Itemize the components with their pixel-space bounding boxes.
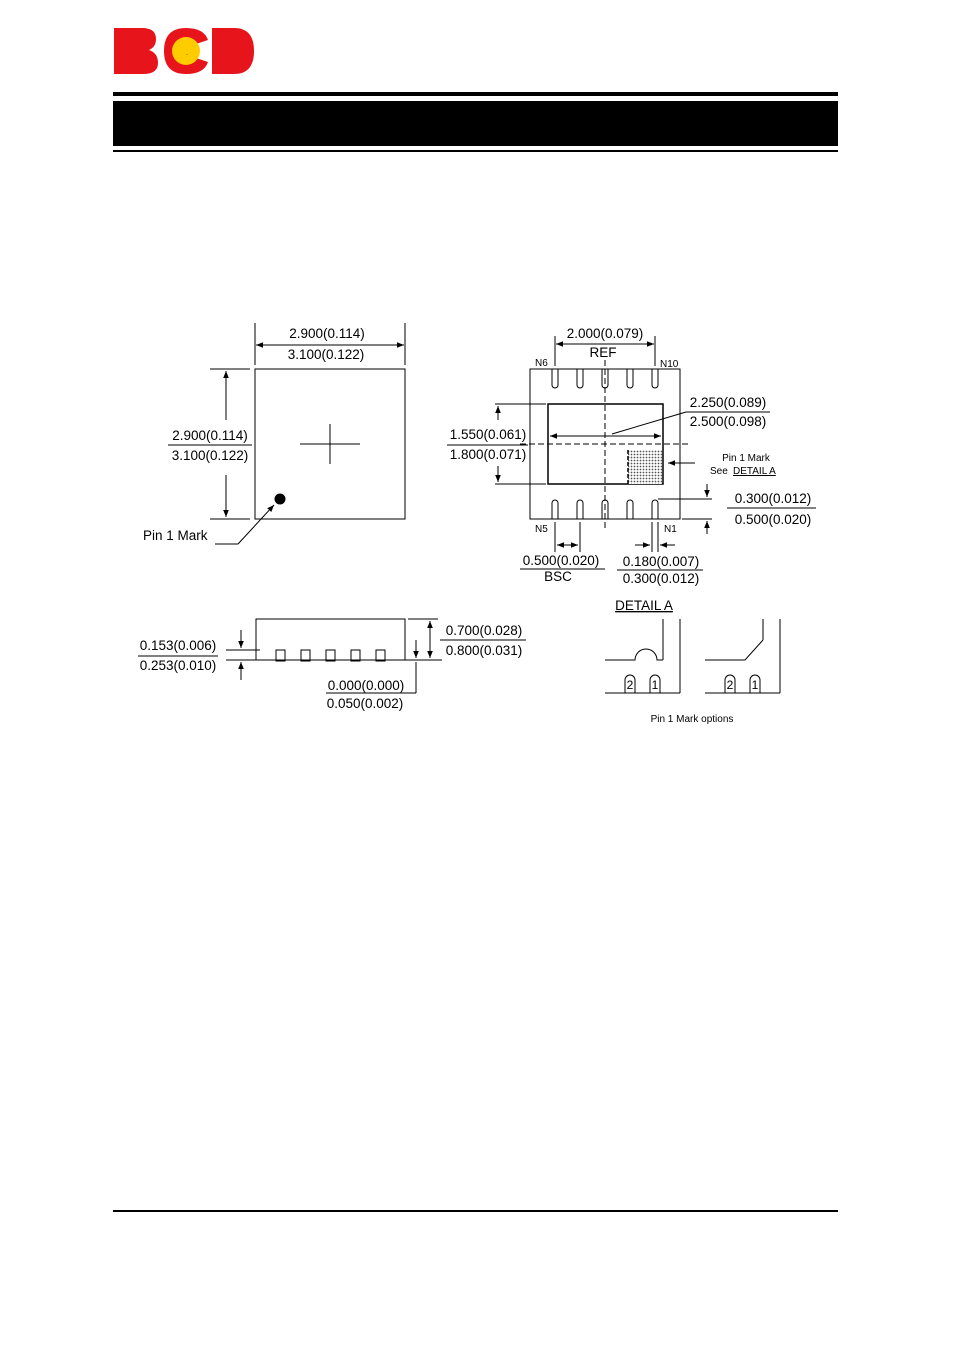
detail-pin2-opt2: 2 xyxy=(727,678,734,692)
label-n6: N6 xyxy=(535,358,548,369)
standoff-max: 0.050(0.002) xyxy=(327,696,404,711)
lead-length-max: 0.500(0.020) xyxy=(735,512,812,527)
detail-pin1-opt2: 1 xyxy=(752,678,759,692)
title-bar xyxy=(113,101,838,146)
lead-span-ref: REF xyxy=(590,345,617,360)
top-width-max: 3.100(0.122) xyxy=(288,347,365,362)
pad-width-max: 1.800(0.071) xyxy=(450,447,527,462)
pin1-dot xyxy=(274,493,286,505)
lead-thk-min: 0.153(0.006) xyxy=(140,638,217,653)
top-height-max: 3.100(0.122) xyxy=(172,448,249,463)
bottom-pin1-mark: Pin 1 Mark xyxy=(722,453,771,464)
header-rule-top xyxy=(113,92,838,96)
label-n1: N1 xyxy=(664,524,677,535)
lead-length-min: 0.300(0.012) xyxy=(735,491,812,506)
top-width-min: 2.900(0.114) xyxy=(289,326,365,341)
detail-a-caption: Pin 1 Mark options xyxy=(651,714,734,725)
detail-a xyxy=(605,619,781,694)
detail-a-title: DETAIL A xyxy=(615,598,673,613)
top-pin1-label: Pin 1 Mark xyxy=(143,528,208,543)
logo-text: BCD xyxy=(186,54,188,56)
top-height-min: 2.900(0.114) xyxy=(172,428,248,443)
pkg-height-max: 0.800(0.031) xyxy=(446,643,523,658)
lead-span: 2.000(0.079) xyxy=(567,326,644,341)
footer-rule xyxy=(113,1210,838,1212)
pad-width-min: 1.550(0.061) xyxy=(450,427,527,442)
pad-length-max: 2.500(0.098) xyxy=(690,414,767,429)
detail-pin2-opt1: 2 xyxy=(627,678,634,692)
side-view xyxy=(138,618,526,694)
label-n10: N10 xyxy=(660,359,679,370)
see-detail-a-link: DETAIL A xyxy=(733,466,776,477)
pkg-height-min: 0.700(0.028) xyxy=(446,623,523,638)
pitch-bsc: BSC xyxy=(544,569,572,584)
lead-width-max: 0.300(0.012) xyxy=(623,571,700,586)
top-view xyxy=(168,323,406,545)
label-n5: N5 xyxy=(535,524,548,535)
bottom-view xyxy=(447,336,816,571)
detail-pin1-opt1: 1 xyxy=(652,678,659,692)
pitch: 0.500(0.020) xyxy=(523,553,600,568)
lead-thk-max: 0.253(0.010) xyxy=(140,658,217,673)
bcd-logo: BCD xyxy=(114,28,254,74)
header-rule-bottom xyxy=(113,150,838,152)
pad-length-min: 2.250(0.089) xyxy=(690,395,767,410)
standoff-min: 0.000(0.000) xyxy=(328,678,405,693)
see-text: See xyxy=(710,466,728,477)
lead-width-min: 0.180(0.007) xyxy=(623,554,700,569)
